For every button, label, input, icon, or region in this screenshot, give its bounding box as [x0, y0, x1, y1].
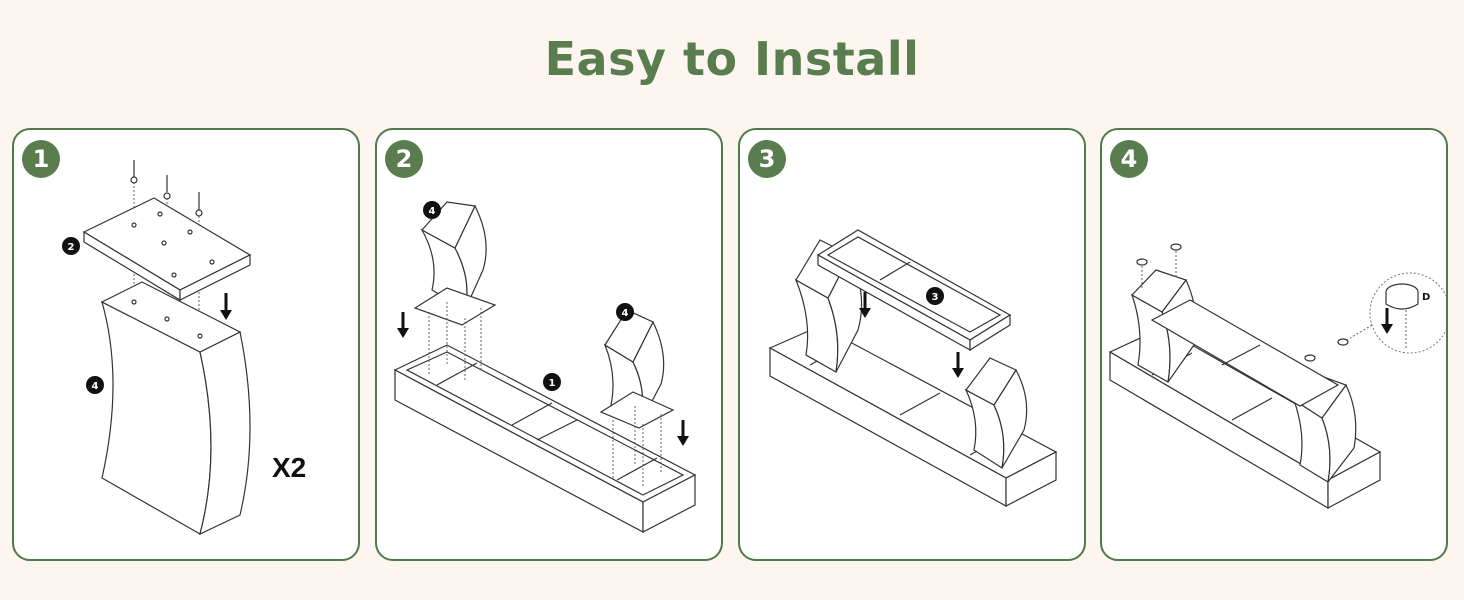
part-tag-d: D [1422, 292, 1430, 303]
step-1-illustration: 2 4 [62, 160, 252, 536]
foot-detail-callout: D [1346, 272, 1446, 354]
svg-text:4: 4 [92, 381, 99, 392]
step-2-illustration: 4 4 1 [393, 201, 697, 533]
foot-pad-icon [1136, 243, 1349, 362]
step-4-panel: D 4 [1100, 128, 1448, 561]
step-2-badge: 2 [385, 140, 423, 178]
page-title: Easy to Install [544, 32, 920, 86]
step-4-illustration: D [1108, 243, 1446, 510]
svg-text:4: 4 [429, 206, 436, 217]
step-3-illustration: 3 [768, 229, 1058, 508]
top-shelf [1150, 299, 1340, 407]
top-shelf [816, 229, 1012, 352]
part-tag-4: 4 [86, 376, 104, 394]
right-leg [599, 309, 675, 486]
svg-text:4: 4 [622, 308, 629, 319]
quantity-label: X2 [272, 452, 307, 483]
part-tag-2: 2 [62, 237, 80, 255]
screw-icon [130, 160, 203, 217]
part-tag-1: 1 [543, 373, 561, 391]
svg-text:1: 1 [549, 378, 556, 389]
part-tag-4: 4 [616, 303, 634, 321]
left-leg [413, 201, 497, 380]
down-arrow-icon [397, 312, 409, 338]
svg-text:2: 2 [68, 242, 75, 253]
step-3-badge: 3 [748, 140, 786, 178]
step-4-badge: 4 [1110, 140, 1148, 178]
down-arrow-icon [859, 292, 871, 318]
mounting-plate [82, 197, 252, 302]
down-arrow-icon [220, 293, 232, 320]
step-1-panel: 2 4 1 X2 [12, 128, 360, 561]
svg-text:3: 3 [932, 292, 939, 303]
step-1-badge: 1 [22, 140, 60, 178]
step-2-panel: 4 4 1 2 [375, 128, 723, 561]
step-3-panel: 3 3 [738, 128, 1086, 561]
part-tag-4: 4 [423, 201, 441, 219]
down-arrow-icon [677, 420, 689, 446]
curved-leg [100, 281, 251, 536]
base-frame [393, 344, 697, 533]
part-tag-3: 3 [926, 287, 944, 305]
down-arrow-icon [952, 352, 964, 378]
right-leg [964, 357, 1028, 469]
